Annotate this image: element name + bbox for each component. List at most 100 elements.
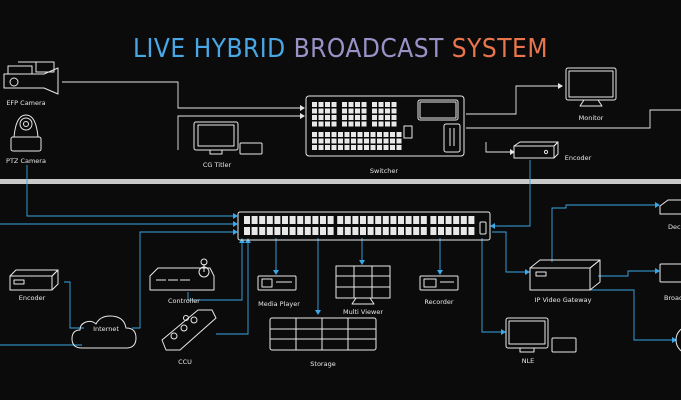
- switcher-button: [325, 138, 330, 144]
- switcher-button: [378, 102, 384, 107]
- switch-port: [259, 227, 266, 235]
- switcher-button: [348, 108, 354, 114]
- cg-titler-icon: [193, 121, 263, 155]
- line-efp-to-switcher: [62, 81, 300, 109]
- switcher-button: [372, 108, 377, 114]
- switcher-button: [338, 138, 343, 144]
- switcher-button: [331, 121, 337, 127]
- line-switch-to-nle: [481, 238, 504, 333]
- switcher-button: [331, 132, 337, 137]
- switcher-button: [312, 121, 317, 127]
- switcher-button: [312, 102, 317, 107]
- switcher-button: [378, 121, 384, 127]
- switch-port: [320, 216, 326, 224]
- switcher-icon: [305, 95, 465, 157]
- arrowhead-recorder: [437, 270, 443, 275]
- label-monitor: Monitor: [578, 114, 604, 122]
- switch-port: [289, 227, 296, 235]
- switch-port: [390, 227, 397, 235]
- diagram-title: LIVE HYBRID BROADCAST SYSTEM: [0, 34, 681, 64]
- switch-port: [282, 216, 288, 224]
- arrowhead-left-edge: [233, 221, 238, 227]
- arrowhead-encoder-to-switch: [490, 223, 495, 229]
- switcher-button: [385, 108, 390, 114]
- switcher-button: [370, 132, 376, 137]
- switch-port: [297, 227, 304, 235]
- switcher-button: [312, 132, 317, 137]
- switcher-button: [318, 121, 324, 127]
- switch-port: [460, 227, 467, 235]
- switch-port: [438, 216, 444, 224]
- switch-port: [453, 216, 460, 224]
- line-switcher-to-monitor: [466, 85, 560, 115]
- switch-port: [413, 227, 420, 235]
- switcher-button: [342, 115, 347, 120]
- switch-port: [289, 216, 296, 224]
- section-divider: [0, 179, 681, 184]
- arrowhead-monitor: [558, 83, 563, 89]
- switch-port: [453, 227, 460, 235]
- arrowhead-ptz: [233, 213, 238, 219]
- internet-cloud-icon: [71, 315, 137, 349]
- switcher-button: [357, 132, 363, 137]
- label-multi-viewer: Multi Viewer: [342, 308, 384, 316]
- switcher-button: [385, 121, 390, 127]
- switcher-button: [377, 138, 382, 144]
- switch-port: [367, 216, 374, 224]
- label-encoder-left: Encoder: [18, 294, 46, 302]
- switcher-button: [342, 108, 347, 114]
- switch-port: [320, 227, 326, 235]
- switch-port: [468, 227, 475, 235]
- label-recorder: Recorder: [424, 298, 454, 306]
- line-gateway-to-bottom-right: [580, 289, 675, 341]
- switch-port: [274, 227, 281, 235]
- switcher-button: [370, 138, 376, 144]
- switch-port: [360, 216, 366, 224]
- arrowhead-multi-viewer: [359, 260, 365, 265]
- line-gateway-to-broad: [598, 270, 658, 277]
- label-ptz-camera: PTZ Camera: [6, 157, 46, 165]
- switcher-button: [312, 115, 317, 120]
- switch-port: [430, 216, 437, 224]
- switcher-button: [383, 132, 389, 137]
- switcher-button: [361, 121, 367, 127]
- multi-viewer-icon: [335, 265, 391, 305]
- switcher-button: [342, 121, 347, 127]
- switch-port: [438, 227, 444, 235]
- nle-icon: [505, 317, 577, 353]
- switcher-button: [355, 115, 360, 120]
- label-nle: NLE: [521, 357, 535, 365]
- label-controller: Controller: [168, 297, 200, 305]
- switch-port: [398, 216, 404, 224]
- monitor-icon: [565, 67, 617, 107]
- switcher-button: [361, 102, 367, 107]
- network-switch-icon: [237, 211, 491, 241]
- label-internet: Internet: [93, 325, 119, 333]
- switch-port: [266, 216, 273, 224]
- switch-port: [352, 216, 359, 224]
- switcher-button: [348, 121, 354, 127]
- recorder-icon: [419, 275, 459, 291]
- switch-port: [274, 216, 281, 224]
- switcher-button: [370, 145, 376, 150]
- switch-port: [382, 227, 389, 235]
- decoder-partial-icon: [659, 199, 681, 215]
- switcher-button: [318, 132, 324, 137]
- switcher-button: [325, 108, 330, 114]
- switcher-button: [331, 145, 337, 150]
- switcher-button: [331, 102, 337, 107]
- switcher-button: [391, 115, 397, 120]
- ptz-camera-icon: [10, 114, 42, 152]
- switcher-button: [383, 145, 389, 150]
- label-ip-video-gateway: IP Video Gateway: [534, 296, 592, 304]
- controller-icon: [149, 258, 215, 291]
- switcher-button: [342, 102, 347, 107]
- switch-port: [367, 227, 374, 235]
- line-cg-to-switcher: [177, 115, 300, 150]
- label-ccu: CCU: [178, 358, 192, 366]
- switch-port: [445, 216, 452, 224]
- switch-port-grid: [244, 216, 475, 235]
- switch-port: [405, 227, 412, 235]
- label-storage: Storage: [310, 360, 336, 368]
